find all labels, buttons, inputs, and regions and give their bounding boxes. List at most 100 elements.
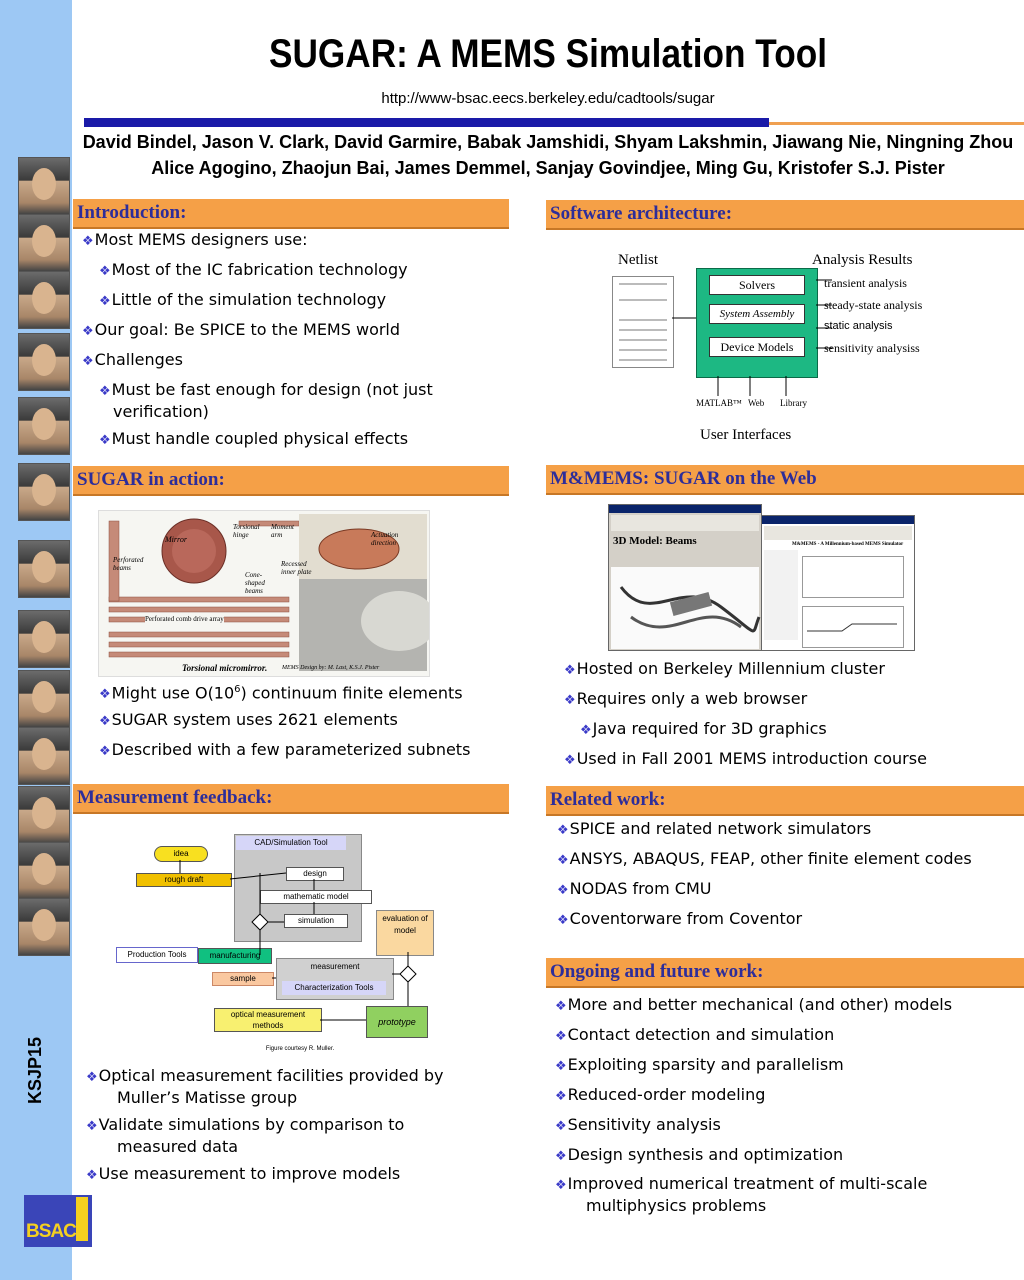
bullet-text: Might use O(10: [111, 683, 235, 703]
bullet-text: Little of the simulation technology: [111, 290, 387, 309]
bullet-text: Use measurement to improve models: [98, 1164, 401, 1183]
bullet-text: Improved numerical treatment of multi-sc…: [567, 1174, 928, 1193]
measurement-feedback-diagram: CAD/Simulation Tool idea rough draft des…: [110, 830, 440, 1052]
software-architecture-diagram: Netlist Analysis Results Solvers System …: [600, 248, 940, 448]
cad-tool-label: CAD/Simulation Tool: [236, 836, 346, 850]
label-moment-arm: Moment arm: [271, 523, 294, 539]
measurement-label: measurement: [310, 962, 360, 971]
bullet: ❖Improved numerical treatment of multi-s…: [555, 1174, 928, 1215]
bullet-text: Reduced-order modeling: [567, 1085, 766, 1104]
superscript: 6: [234, 684, 241, 695]
bullet-text: ANSYS, ABAQUS, FEAP, other finite elemen…: [569, 849, 972, 868]
interface-matlab: MATLAB™: [696, 398, 742, 408]
authors-line-2: Alice Agogino, Zhaojun Bai, James Demmel…: [151, 158, 945, 178]
user-interfaces-label: User Interfaces: [700, 427, 792, 443]
title-rule: [84, 118, 769, 127]
idea-node: idea: [154, 846, 208, 862]
figure-caption: Torsional micromirror.: [182, 663, 268, 673]
result-steady-state: steady-state analysis: [824, 298, 923, 312]
sample-node: sample: [212, 972, 274, 986]
bullet-text: SPICE and related network simulators: [569, 819, 872, 838]
bullet-text: Must handle coupled physical effects: [111, 429, 409, 448]
author-photo: [18, 670, 70, 728]
bullet: ❖SUGAR system uses 2621 elements: [99, 710, 398, 729]
title-rule-accent: [769, 122, 1024, 125]
label-mirror: Mirror: [165, 535, 187, 544]
author-photo: [18, 727, 70, 785]
result-static: static analysis: [824, 320, 893, 332]
bullet-text: Sensitivity analysis: [567, 1115, 721, 1134]
bullet-text: Most MEMS designers use:: [94, 230, 308, 249]
bullet: ❖Reduced-order modeling: [555, 1085, 766, 1104]
architecture-arrows: [672, 279, 832, 396]
bullet: ❖Our goal: Be SPICE to the MEMS world: [82, 320, 401, 339]
bullet-text: Used in Fall 2001 MEMS introduction cour…: [576, 749, 927, 768]
bullet: ❖Used in Fall 2001 MEMS introduction cou…: [564, 749, 927, 768]
bullet-text: Exploiting sparsity and parallelism: [567, 1055, 844, 1074]
section-header-related: Related work:: [546, 786, 1024, 816]
bullet-text: Design synthesis and optimization: [567, 1145, 844, 1164]
section-title: SUGAR in action:: [77, 469, 225, 490]
bullet-text: More and better mechanical (and other) m…: [567, 995, 953, 1014]
analysis-label: Analysis Results: [812, 252, 913, 268]
section-header-introduction: Introduction:: [73, 199, 509, 229]
bullet: ❖Most MEMS designers use:: [82, 230, 308, 249]
bullet-text-cont: multiphysics problems: [586, 1196, 767, 1215]
project-url[interactable]: http://www-bsac.eecs.berkeley.edu/cadtoo…: [381, 90, 715, 107]
math-model-node: mathematic model: [260, 890, 372, 904]
poster-title: SUGAR: A MEMS Simulation Tool: [269, 32, 827, 76]
bullet: ❖Might use O(106) continuum finite eleme…: [99, 683, 463, 703]
bullet-text: Contact detection and simulation: [567, 1025, 835, 1044]
bullet: ❖Exploiting sparsity and parallelism: [555, 1055, 844, 1074]
section-header-future: Ongoing and future work:: [546, 958, 1024, 988]
bullet: ❖Sensitivity analysis: [555, 1115, 721, 1134]
micromirror-illustration: [108, 514, 429, 671]
section-title: M&MEMS: SUGAR on the Web: [550, 468, 817, 489]
screen-title: 3D Model: Beams: [613, 535, 697, 547]
figure-credit: MEMS Design by: M. Last, K.S.J. Pister: [282, 665, 380, 671]
core-box: Solvers System Assembly Device Models: [696, 268, 818, 378]
web-screenshot-3d: 3D Model: Beams: [608, 504, 762, 651]
bullet-text: Must be fast enough for design (not just: [111, 380, 433, 399]
section-title: Ongoing and future work:: [550, 961, 764, 982]
result-sensitivity: sensitivity analysiss: [824, 341, 920, 355]
author-photo: [18, 157, 70, 215]
author-photo: [18, 898, 70, 956]
section-header-action: SUGAR in action:: [73, 466, 509, 496]
bullet-text: Our goal: Be SPICE to the MEMS world: [94, 320, 401, 339]
bullet-text: ) continuum finite elements: [240, 683, 463, 703]
author-photo: [18, 214, 70, 272]
netlist-file: [612, 276, 674, 368]
design-node: design: [286, 867, 344, 881]
device-models-box: Device Models: [709, 337, 805, 357]
result-transient: transient analysis: [824, 276, 907, 290]
evaluation-node: evaluation of model: [376, 910, 434, 956]
rough-draft-node: rough draft: [136, 873, 232, 887]
interface-web: Web: [748, 398, 765, 408]
section-title: Introduction:: [77, 202, 187, 223]
label-actuation: Actuation direction: [371, 531, 399, 547]
solvers-box: Solvers: [709, 275, 805, 295]
bullet: ❖Must be fast enough for design (not jus…: [99, 380, 433, 421]
web-screenshot-simulator: M&MEMS - A Millennium-based MEMS Simulat…: [761, 515, 915, 651]
author-photo: [18, 333, 70, 391]
bullet-text: Java required for 3D graphics: [592, 719, 827, 738]
diagram-credit: Figure courtesy R. Muller.: [265, 1046, 335, 1052]
netlist-label: Netlist: [618, 252, 658, 268]
authors-line-1: David Bindel, Jason V. Clark, David Garm…: [82, 132, 1014, 152]
bullet: ❖NODAS from CMU: [557, 879, 712, 898]
section-title: Software architecture:: [550, 203, 733, 224]
bullet: ❖Design synthesis and optimization: [555, 1145, 844, 1164]
section-title: Related work:: [550, 789, 666, 810]
author-photo: [18, 786, 70, 844]
bullet: ❖Most of the IC fabrication technology: [99, 260, 408, 279]
poster-code: KSJP15: [22, 1037, 62, 1110]
author-photo: [18, 540, 70, 598]
bullet: ❖Hosted on Berkeley Millennium cluster: [564, 659, 885, 678]
bullet-text: Coventorware from Coventor: [569, 909, 803, 928]
author-photo: [18, 463, 70, 521]
bullet-text: Most of the IC fabrication technology: [111, 260, 408, 279]
bullet-text: Optical measurement facilities provided …: [98, 1066, 444, 1085]
bullet-text-cont: Muller’s Matisse group: [117, 1088, 298, 1107]
bullet-text: Hosted on Berkeley Millennium cluster: [576, 659, 885, 678]
